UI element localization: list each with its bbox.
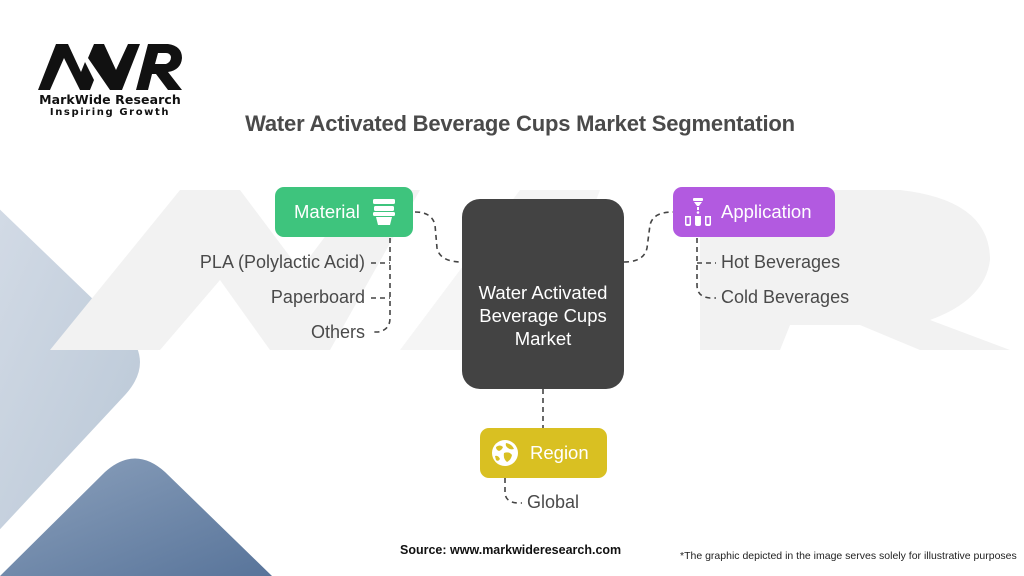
segment-region: Region <box>480 428 607 478</box>
material-item-paperboard: Paperboard <box>270 287 365 307</box>
globe-icon <box>492 440 518 466</box>
page-title: Water Activated Beverage Cups Market Seg… <box>245 111 795 136</box>
center-node-market: Water Activated Beverage Cups Market <box>462 199 624 389</box>
brand-name: MarkWide Research <box>39 92 181 107</box>
application-item-cold-beverages: Cold Beverages <box>721 287 850 307</box>
disclaimer-note: *The graphic depicted in the image serve… <box>680 550 1017 562</box>
source-text: Source: www.markwideresearch.com <box>400 543 622 557</box>
brand-tagline: Inspiring Growth <box>49 107 171 118</box>
segment-label: Region <box>530 442 589 463</box>
segment-label: Application <box>721 201 812 222</box>
segment-application: Application <box>673 187 835 237</box>
segment-material: Material <box>275 187 413 237</box>
application-item-hot-beverages: Hot Beverages <box>721 252 841 272</box>
center-node-label: Water Activated Beverage Cups Market <box>478 281 608 349</box>
material-item-others: Others <box>310 322 365 342</box>
mwr-logo-icon <box>38 44 182 90</box>
material-item-pla: PLA (Polylactic Acid) <box>199 252 365 272</box>
stacked-cups-icon <box>372 199 395 225</box>
brand-logo: MarkWide Research Inspiring Growth <box>30 40 190 120</box>
segment-label: Material <box>294 201 360 222</box>
region-item-global: Global <box>527 492 580 512</box>
beverage-dispenser-icon <box>685 198 711 226</box>
